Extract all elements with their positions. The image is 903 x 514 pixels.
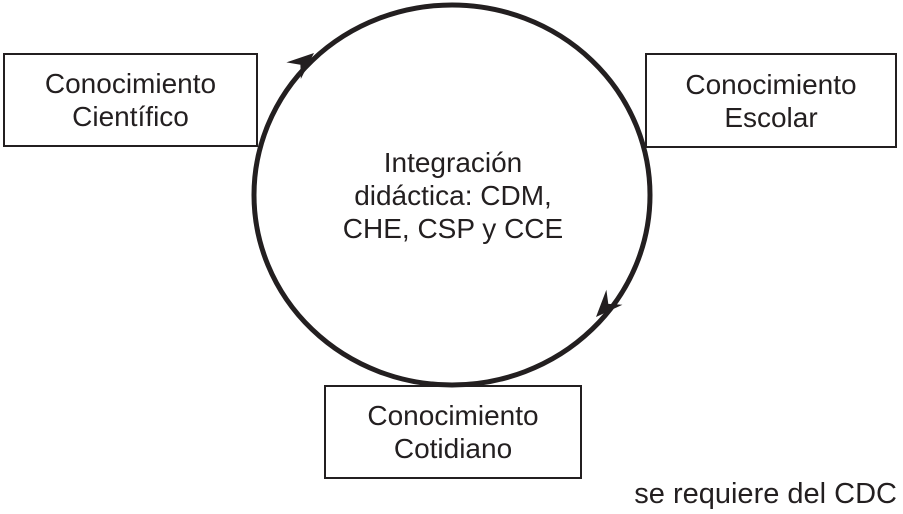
box-escolar-line2: Escolar [724,101,818,133]
center-label-line3: CHE, CSP y CCE [342,213,564,244]
box-cotidiano-line1: Conocimiento [367,400,539,431]
box-conocimiento-cientifico: Conocimiento Científico [3,53,258,147]
cycle-arrowhead-bottom-right [596,289,623,317]
cdc-requirement-caption: se requiere del CDC [634,478,897,510]
center-integration-label: Integración didáctica: CDM, CHE, CSP y C… [327,146,579,245]
center-label-line2: didáctica: CDM, [354,180,552,211]
box-conocimiento-escolar: Conocimiento Escolar [645,53,897,148]
box-conocimiento-cotidiano: Conocimiento Cotidiano [324,385,582,479]
center-label-line1: Integración [383,147,523,178]
box-cotidiano-line2: Cotidiano [393,433,513,464]
box-cientifico-line1: Conocimiento [44,68,217,99]
cycle-arrowhead-top-left [286,53,314,80]
box-escolar-line1: Conocimiento [685,68,857,100]
box-cientifico-line2: Científico [72,101,189,132]
